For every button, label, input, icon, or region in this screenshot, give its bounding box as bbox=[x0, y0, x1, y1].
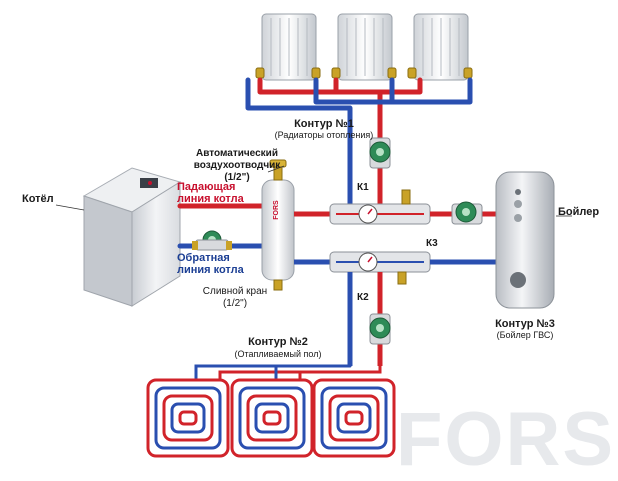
kontur1-title: Контур №1 bbox=[294, 118, 354, 130]
return-line-label-2: линия котла bbox=[177, 264, 244, 276]
kontur1-subtitle: (Радиаторы отопления) bbox=[274, 130, 374, 140]
k3-pump bbox=[451, 201, 483, 225]
floor-loop-3 bbox=[312, 378, 396, 458]
drain-valve-label-1: Сливной кран bbox=[202, 286, 268, 297]
air-vent-label-2: воздухоотводчик bbox=[193, 160, 281, 171]
boiler-tank bbox=[495, 171, 555, 309]
air-vent-label-3: (1/2") bbox=[224, 172, 250, 183]
manifold bbox=[329, 189, 431, 285]
k3-label: К3 bbox=[426, 238, 438, 249]
kontur2-subtitle: (Отапливаемый пол) bbox=[234, 349, 322, 359]
kontur2-pipes bbox=[194, 364, 382, 380]
floor-loop-1 bbox=[146, 378, 230, 458]
k1-pump bbox=[369, 137, 391, 169]
kontur2-title: Контур №2 bbox=[248, 336, 308, 348]
drain-valve-label-2: (1/2") bbox=[222, 298, 248, 309]
radiator-3 bbox=[413, 13, 469, 81]
leader-lines bbox=[55, 165, 572, 217]
kotel-unit bbox=[82, 167, 182, 307]
floor-loop-2 bbox=[230, 378, 314, 458]
watermark: FORS bbox=[396, 397, 616, 481]
supply-line-label-2: линия котла bbox=[177, 193, 244, 205]
supply-line-label-1: Падающая bbox=[177, 181, 236, 193]
kotel-label: Котёл bbox=[22, 193, 54, 205]
radiator-1 bbox=[261, 13, 317, 81]
k2-label: К2 bbox=[357, 292, 369, 303]
svg-text:FORS: FORS bbox=[273, 200, 280, 220]
separator-outlets bbox=[294, 211, 330, 265]
hydraulic-separator: FORS bbox=[261, 159, 295, 291]
kontur3-title: Контур №3 bbox=[495, 318, 555, 330]
k1-label: К1 bbox=[357, 182, 369, 193]
return-line-label-1: Обратная bbox=[177, 252, 230, 264]
radiator-2 bbox=[337, 13, 393, 81]
boiler-label: Бойлер bbox=[558, 206, 600, 218]
air-vent-label-1: Автоматический bbox=[196, 148, 278, 159]
kontur3-subtitle: (Бойлер ГВС) bbox=[496, 330, 554, 340]
k2-pump bbox=[369, 313, 391, 345]
kotel-return-pump bbox=[192, 230, 232, 251]
